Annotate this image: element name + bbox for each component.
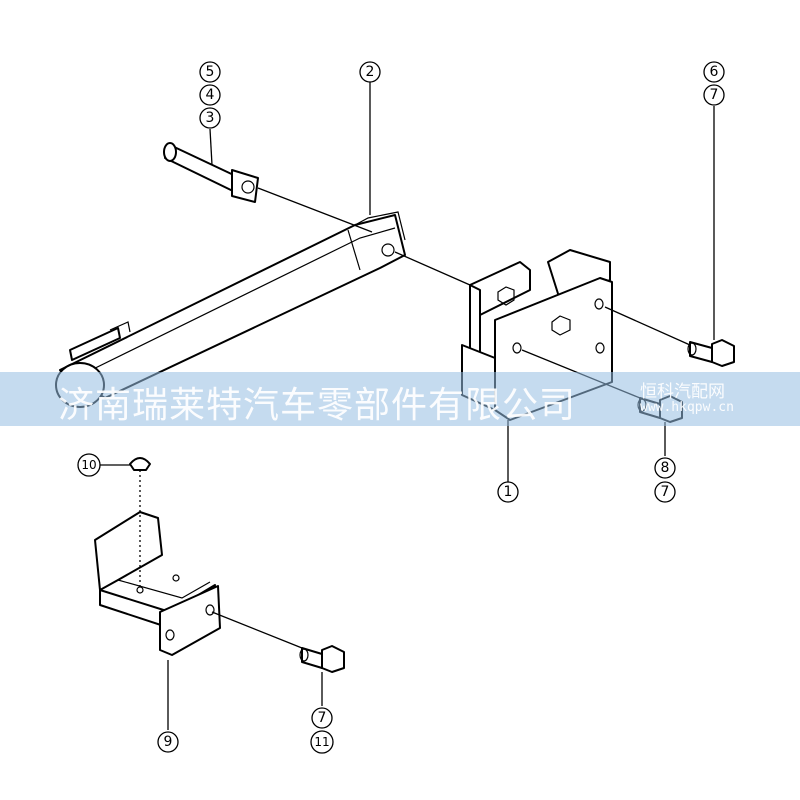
callout-3: 3 — [199, 107, 221, 129]
leader-lines — [100, 82, 715, 730]
callout-4-label: 4 — [206, 87, 215, 103]
callout-8: 8 — [654, 457, 676, 479]
watermark-company: 济南瑞莱特汽车零部件有限公司 — [58, 385, 577, 426]
callout-2: 2 — [359, 61, 381, 83]
bolt-upper — [687, 339, 735, 367]
callout-7-lower: 7 — [311, 707, 333, 729]
small-bracket-part — [94, 511, 303, 656]
callout-6-label: 6 — [710, 64, 719, 80]
callout-7-lower-label: 7 — [318, 710, 327, 726]
callout-5: 5 — [199, 61, 221, 83]
callout-7-upper: 7 — [703, 84, 725, 106]
callout-8-label: 8 — [661, 460, 670, 476]
callout-7-upper-label: 7 — [710, 87, 719, 103]
callout-7-mid: 7 — [654, 481, 676, 503]
callout-5-label: 5 — [206, 64, 215, 80]
plug-part — [129, 457, 151, 590]
callout-10-label: 10 — [81, 458, 96, 472]
callout-7-mid-label: 7 — [661, 484, 670, 500]
callout-1-label: 1 — [504, 484, 513, 500]
callout-11-label: 11 — [314, 735, 329, 749]
callout-1: 1 — [497, 481, 519, 503]
callout-4: 4 — [199, 84, 221, 106]
callout-10: 10 — [77, 453, 101, 477]
callout-2-label: 2 — [366, 64, 375, 80]
watermark-site-name: 恒科汽配网 — [640, 382, 725, 402]
watermark-banner — [0, 372, 800, 426]
callout-3-label: 3 — [206, 110, 215, 126]
callout-9: 9 — [157, 731, 179, 753]
callout-6: 6 — [703, 61, 725, 83]
bolt-small-bracket — [299, 645, 345, 673]
callout-9-label: 9 — [164, 734, 173, 750]
pin-part — [163, 142, 373, 233]
callout-11: 11 — [310, 730, 334, 754]
watermark-site-url: www.hkqpw.cn — [640, 400, 734, 415]
